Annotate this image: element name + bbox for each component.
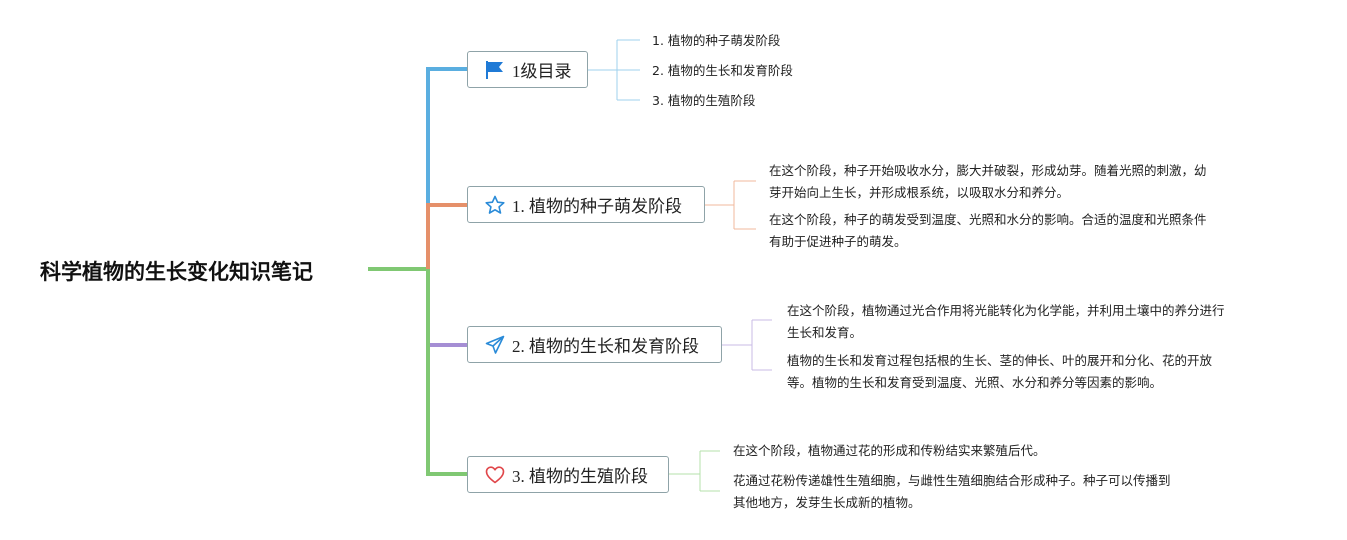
branch2-connector bbox=[426, 269, 468, 347]
branch2-sub-connectors bbox=[722, 319, 772, 371]
branch3-note-2[interactable]: 花通过花粉传递雄性生殖细胞，与雌性生殖细胞结合形成种子。种子可以传播到 其他地方… bbox=[733, 473, 1171, 510]
branch2-note-2[interactable]: 植物的生长和发育过程包括根的生长、茎的伸长、叶的展开和分化、花的开放 等。植物的… bbox=[787, 353, 1213, 390]
branch3-sub-connectors bbox=[669, 450, 720, 492]
branch-label: 3. 植物的生殖阶段 bbox=[512, 467, 648, 486]
branch1-note-1[interactable]: 在这个阶段，种子开始吸收水分，膨大并破裂，形成幼芽。随着光照的刺激，幼 芽开始向… bbox=[769, 163, 1207, 200]
branch3-connector bbox=[426, 269, 468, 476]
flag-icon bbox=[484, 59, 506, 81]
heart-icon bbox=[484, 464, 506, 486]
branch-node-seed-germination[interactable]: 1. 植物的种子萌发阶段 bbox=[467, 186, 705, 223]
toc-item-1[interactable]: 1. 植物的种子萌发阶段 bbox=[652, 33, 781, 48]
root-topic[interactable]: 科学植物的生长变化知识笔记 bbox=[40, 260, 313, 284]
toc-sub-connectors bbox=[588, 39, 640, 101]
star-icon bbox=[484, 194, 506, 216]
branch2-note-1[interactable]: 在这个阶段，植物通过光合作用将光能转化为化学能，并利用土壤中的养分进行 生长和发… bbox=[787, 303, 1225, 340]
toc-item-3[interactable]: 3. 植物的生殖阶段 bbox=[652, 93, 756, 108]
toc-label: 1级目录 bbox=[512, 62, 572, 81]
branch1-sub-connectors bbox=[705, 180, 756, 230]
branch3-note-1[interactable]: 在这个阶段，植物通过花的形成和传粉结实来繁殖后代。 bbox=[733, 443, 1046, 458]
branch1-note-2[interactable]: 在这个阶段，种子的萌发受到温度、光照和水分的影响。合适的温度和光照条件 有助于促… bbox=[769, 212, 1207, 249]
toc-item-2[interactable]: 2. 植物的生长和发育阶段 bbox=[652, 63, 793, 78]
toc-connector bbox=[426, 67, 468, 269]
branch-label: 2. 植物的生长和发育阶段 bbox=[512, 337, 699, 356]
branch-label: 1. 植物的种子萌发阶段 bbox=[512, 197, 682, 216]
branch-node-growth-development[interactable]: 2. 植物的生长和发育阶段 bbox=[467, 326, 722, 363]
paper-plane-icon bbox=[484, 334, 506, 356]
branch-node-reproduction[interactable]: 3. 植物的生殖阶段 bbox=[467, 456, 669, 493]
branch1-connector bbox=[426, 203, 468, 269]
toc-node[interactable]: 1级目录 bbox=[467, 51, 588, 88]
